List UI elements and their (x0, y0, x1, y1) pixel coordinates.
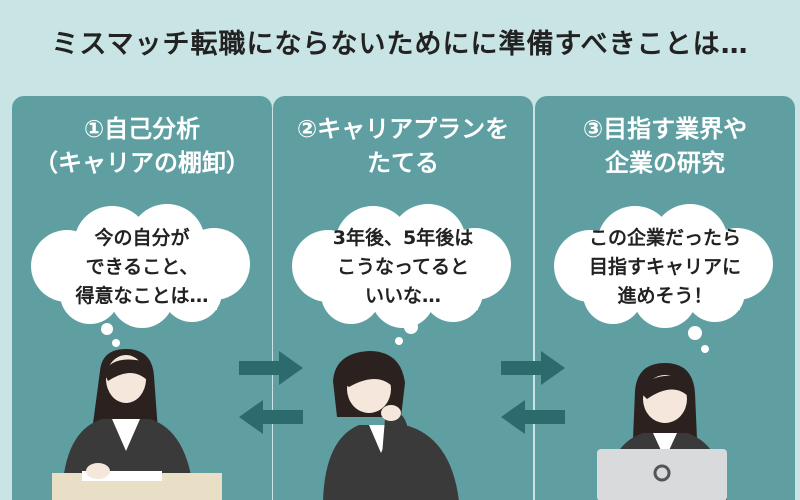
panel-title-line: ①自己分析 (83, 115, 201, 143)
woman-writing-illustration (52, 323, 222, 500)
panel-title: ②キャリアプランを たてる (273, 112, 533, 180)
laptop-icon (597, 449, 727, 500)
panel-title: ①自己分析 （キャリアの棚卸） (12, 112, 272, 180)
panel-title-line: たてる (367, 149, 439, 177)
thought-cloud-icon (554, 204, 773, 328)
woman-with-laptop-illustration (597, 326, 727, 500)
panel-self-analysis: ①自己分析 （キャリアの棚卸） 今の自分が できること、 得意なことは… (12, 96, 272, 500)
thought-text: 今の自分が できること、 得意なことは… (34, 224, 250, 311)
panel-title-line: ②キャリアプランを (296, 115, 510, 143)
page-headline: ミスマッチ転職にならないためにに準備すべきことは… (51, 29, 749, 60)
woman-thinking-illustration (323, 321, 459, 500)
arrow-left-icon (239, 400, 303, 434)
thought-line: できること、 (85, 256, 199, 278)
arrow-left-icon (501, 400, 565, 434)
thought-line: いいな… (364, 285, 441, 307)
thought-line: こうなってると (336, 256, 470, 278)
thought-line: この企業だったら (588, 227, 741, 249)
thought-line: 目指すキャリアに (588, 256, 741, 278)
thought-line: 得意なことは… (75, 285, 209, 307)
thought-line: 今の自分が (94, 227, 190, 249)
panel-title-line: ③目指す業界や (582, 115, 748, 143)
panel-title: ③目指す業界や 企業の研究 (535, 112, 795, 180)
thought-cloud-icon (31, 204, 250, 328)
thought-text: この企業だったら 目指すキャリアに 進めそう！ (557, 224, 773, 311)
panel-title-line: （キャリアの棚卸） (34, 149, 250, 177)
thought-cloud-icon (292, 204, 511, 328)
panel-career-plan: ②キャリアプランを たてる 3年後、5年後は こうなってると いいな… (273, 96, 533, 500)
panel-industry-research: ③目指す業界や 企業の研究 この企業だったら 目指すキャリアに 進めそう！ (535, 96, 795, 500)
arrow-right-icon (501, 351, 565, 385)
arrow-right-icon (239, 351, 303, 385)
thought-line: 3年後、5年後は (332, 227, 474, 249)
thought-text: 3年後、5年後は こうなってると いいな… (295, 224, 511, 311)
thought-line: 進めそう！ (617, 285, 713, 307)
panel-title-line: 企業の研究 (605, 149, 725, 177)
